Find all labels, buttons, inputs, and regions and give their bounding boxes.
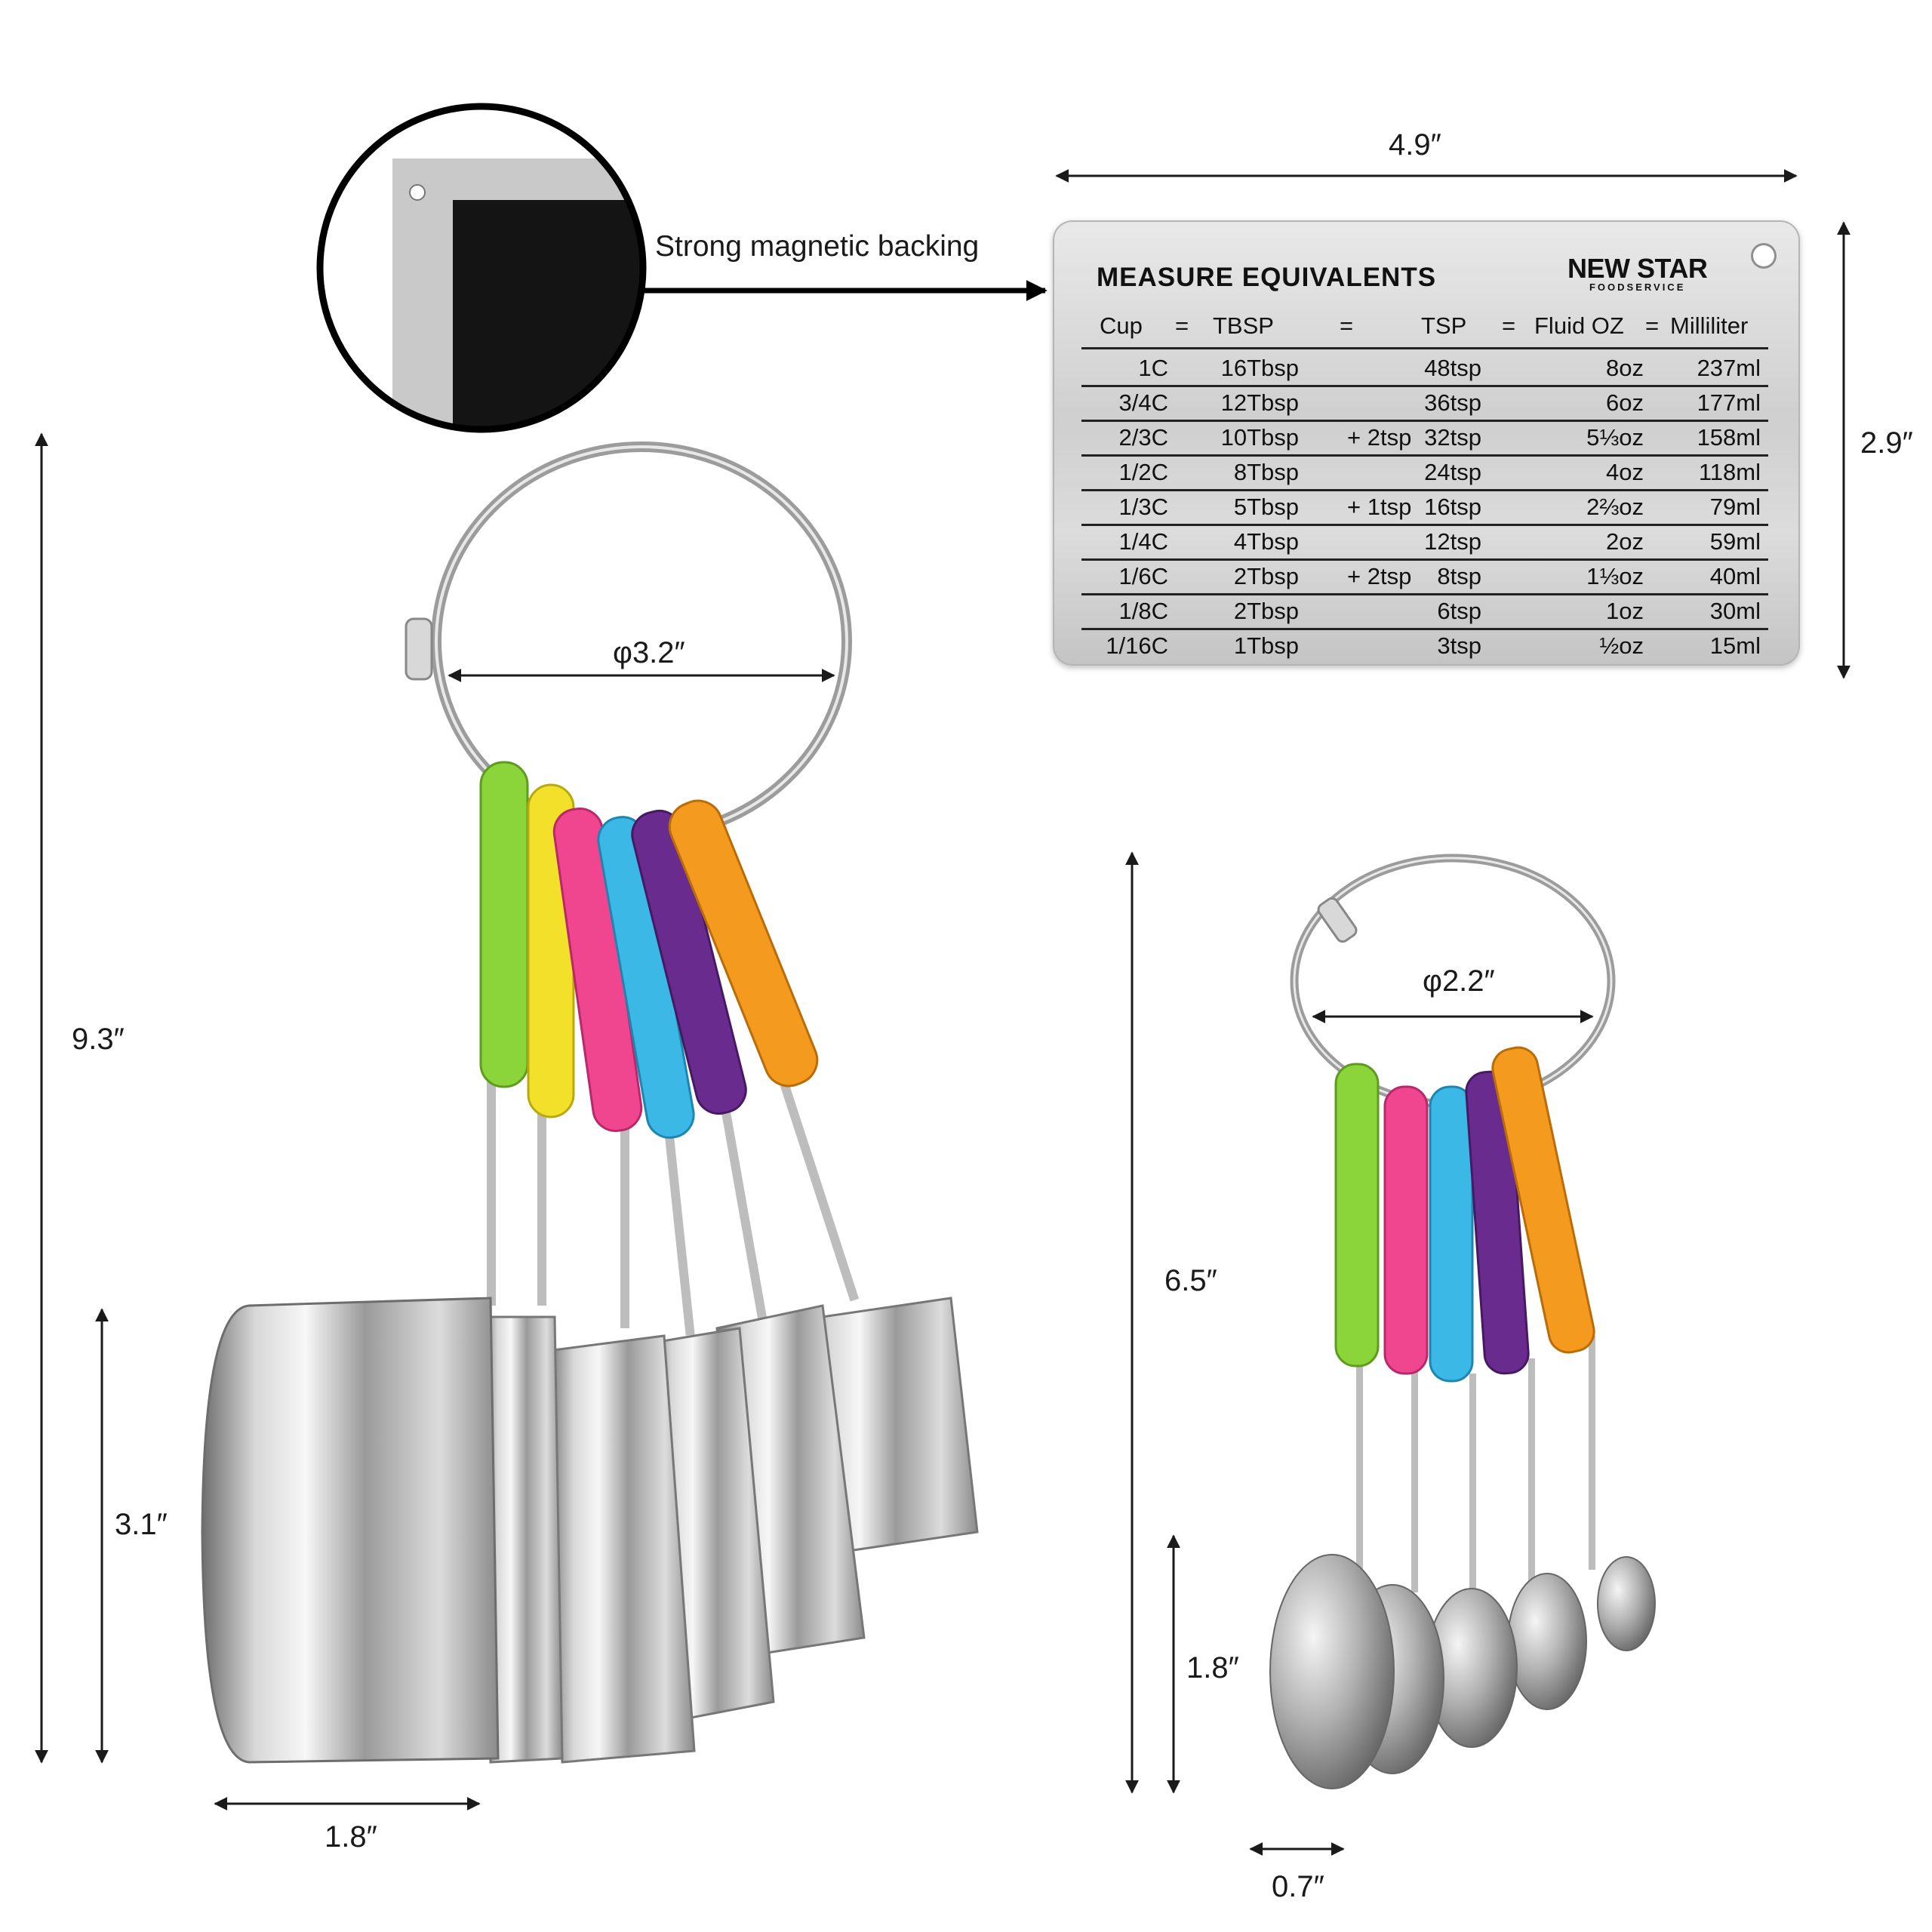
- handle-purple: [631, 809, 747, 1115]
- total-height-label: 9.3″: [72, 1023, 125, 1056]
- cell-ml: 177ml: [1697, 389, 1761, 416]
- header-eq-3: =: [1502, 312, 1516, 339]
- cell-cup: 2/3C: [1118, 424, 1168, 451]
- cell-tsp: 32tsp: [1424, 424, 1481, 451]
- conversion-row: 1/2C 8Tbsp 24tsp 4oz 118ml: [1081, 454, 1768, 491]
- cell-tsp: 8tsp: [1437, 563, 1481, 589]
- cell-tsp: 24tsp: [1424, 459, 1481, 485]
- magnetic-backing-detail: [316, 103, 647, 433]
- cell-ml: 158ml: [1697, 424, 1761, 451]
- cell-oz: 2oz: [1606, 528, 1644, 555]
- cell-tbsp: 8Tbsp: [1233, 459, 1299, 485]
- conversion-row: 1/3C 5Tbsp + 1tsp 16tsp 2⅔oz 79ml: [1081, 489, 1768, 526]
- plate-title: MEASURE EQUIVALENTS: [1097, 263, 1437, 292]
- cell-tbsp: 2Tbsp: [1233, 598, 1299, 624]
- spoon-handle-lime: [1334, 1063, 1380, 1367]
- spoon-width-label: 0.7″: [1272, 1870, 1324, 1903]
- cell-oz: 5⅓oz: [1586, 424, 1644, 451]
- spoon-handle-blue: [1429, 1085, 1474, 1383]
- cell-oz: 2⅔oz: [1586, 494, 1644, 520]
- header-fluid-oz: Fluid OZ: [1534, 312, 1624, 339]
- conversion-row: 3/4C 12Tbsp 36tsp 6oz 177ml: [1081, 385, 1768, 422]
- handle-orange: [668, 799, 819, 1088]
- cell-ml: 59ml: [1709, 528, 1761, 555]
- cell-cup: 1/3C: [1118, 494, 1168, 520]
- conversion-row: 1C 16Tbsp 48tsp 8oz 237ml: [1081, 350, 1768, 387]
- ring-small-label: φ2.2″: [1423, 964, 1495, 998]
- cell-oz: 6oz: [1606, 389, 1644, 416]
- cup-handles: [479, 761, 860, 1336]
- conversion-row: 1/4C 4Tbsp 12tsp 2oz 59ml: [1081, 524, 1768, 561]
- conversion-row: 1/8C 2Tbsp 6tsp 1oz 30ml: [1081, 593, 1768, 630]
- ring-large-label: φ3.2″: [613, 636, 685, 669]
- brand-subtitle: FOODSERVICE: [1589, 281, 1686, 293]
- cell-tbsp: 12Tbsp: [1220, 389, 1299, 416]
- conversion-row: 1/16C 1Tbsp 3tsp ½oz 15ml: [1081, 628, 1768, 663]
- cell-ml: 79ml: [1709, 494, 1761, 520]
- cell-oz: 4oz: [1606, 459, 1644, 485]
- hanging-hole: [1751, 243, 1777, 269]
- cell-tsp: 36tsp: [1424, 389, 1481, 416]
- cell-tbsp: 16Tbsp: [1220, 355, 1299, 381]
- plate-height-label: 2.9″: [1860, 426, 1913, 460]
- cell-oz: ½oz: [1599, 632, 1644, 659]
- cell-plus: + 1tsp: [1347, 494, 1412, 520]
- cell-tbsp: 5Tbsp: [1233, 494, 1299, 520]
- cup-height-label: 3.1″: [115, 1508, 168, 1541]
- cell-tsp: 16tsp: [1424, 494, 1481, 520]
- cell-cup: 3/4C: [1118, 389, 1168, 416]
- cell-oz: 1⅓oz: [1586, 563, 1644, 589]
- handle-lime: [479, 761, 529, 1088]
- cell-cup: 1/6C: [1118, 563, 1168, 589]
- cell-tbsp: 1Tbsp: [1233, 632, 1299, 659]
- cell-oz: 8oz: [1606, 355, 1644, 381]
- cell-cup: 1/2C: [1118, 459, 1168, 485]
- measuring-spoons: [1269, 1554, 1656, 1789]
- cell-ml: 30ml: [1709, 598, 1761, 624]
- cell-tsp: 48tsp: [1424, 355, 1481, 381]
- spoon-handles: [1334, 1046, 1595, 1630]
- measuring-cups: [201, 1297, 979, 1764]
- magnetic-backing-label: Strong magnetic backing: [655, 230, 980, 263]
- cell-cup: 1/16C: [1106, 632, 1168, 659]
- header-eq-1: =: [1175, 312, 1189, 339]
- cell-ml: 15ml: [1709, 632, 1761, 659]
- brand-logo: NEW STAR FOODSERVICE: [1567, 253, 1708, 293]
- cell-ml: 40ml: [1709, 563, 1761, 589]
- cell-tbsp: 2Tbsp: [1233, 563, 1299, 589]
- cell-plus: + 2tsp: [1347, 563, 1412, 589]
- header-tbsp: TBSP: [1213, 312, 1274, 339]
- header-divider: [1081, 347, 1768, 349]
- cell-plus: + 2tsp: [1347, 424, 1412, 451]
- brand-name: NEW STAR: [1567, 253, 1708, 284]
- conversion-row: 1/6C 2Tbsp + 2tsp 8tsp 1⅓oz 40ml: [1081, 558, 1768, 595]
- header-milliliter: Milliliter: [1670, 312, 1749, 339]
- dimension-lines: [35, 169, 1850, 1856]
- header-tsp: TSP: [1421, 312, 1467, 339]
- spoon-height-label: 1.8″: [1186, 1651, 1239, 1684]
- cell-tsp: 12tsp: [1424, 528, 1481, 555]
- cell-oz: 1oz: [1606, 598, 1644, 624]
- spoon-handle-orange: [1491, 1046, 1595, 1354]
- plate-width-label: 4.9″: [1389, 128, 1441, 162]
- header-cup: Cup: [1100, 312, 1143, 339]
- cell-tbsp: 4Tbsp: [1233, 528, 1299, 555]
- cup-width-label: 1.8″: [325, 1820, 377, 1854]
- cell-cup: 1/8C: [1118, 598, 1168, 624]
- cell-cup: 1C: [1138, 355, 1168, 381]
- header-eq-2: =: [1340, 312, 1354, 339]
- conversion-chart-plate: MEASURE EQUIVALENTS NEW STAR FOODSERVICE…: [1053, 220, 1800, 666]
- conversion-row: 2/3C 10Tbsp + 2tsp 32tsp 5⅓oz 158ml: [1081, 420, 1768, 457]
- cell-tsp: 3tsp: [1437, 632, 1481, 659]
- spoon-handle-pink: [1383, 1085, 1429, 1375]
- cell-tbsp: 10Tbsp: [1220, 424, 1299, 451]
- cell-ml: 237ml: [1697, 355, 1761, 381]
- cell-cup: 1/4C: [1118, 528, 1168, 555]
- cell-ml: 118ml: [1698, 459, 1761, 485]
- spoon-total-label: 6.5″: [1164, 1264, 1217, 1297]
- cell-tsp: 6tsp: [1437, 598, 1481, 624]
- header-eq-4: =: [1645, 312, 1660, 339]
